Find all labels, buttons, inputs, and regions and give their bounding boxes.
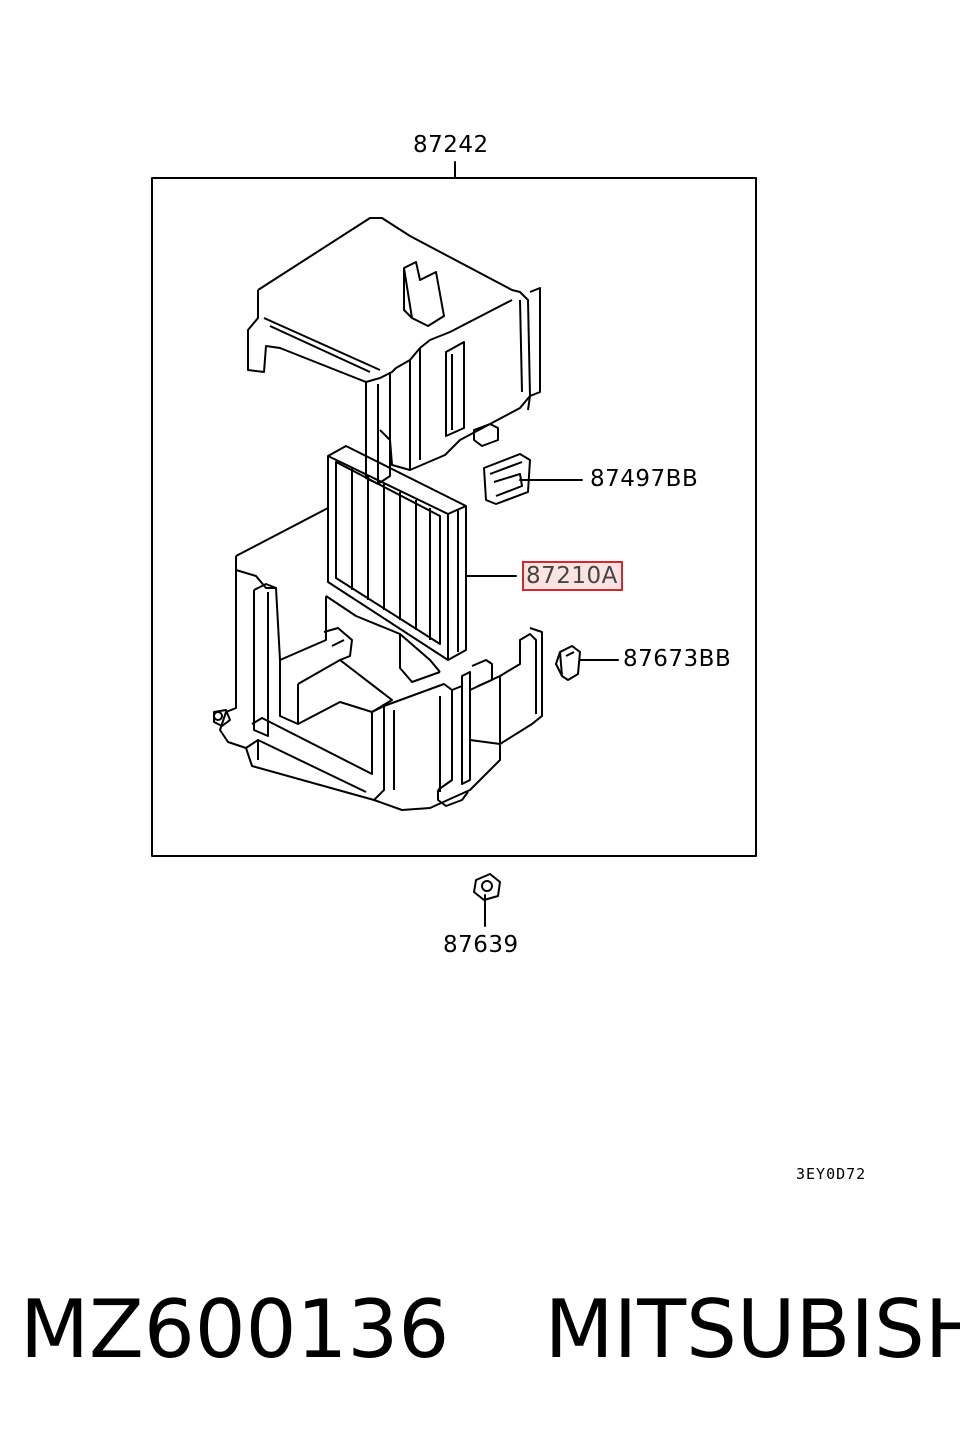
part-number: MZ600136 (20, 1283, 450, 1376)
filter-part (327, 445, 467, 661)
nut-part (473, 873, 501, 901)
footer-caption: MZ600136 MITSUBISHI (20, 1283, 960, 1376)
brand-name: MITSUBISHI (544, 1283, 960, 1376)
assembly-box (151, 177, 757, 857)
callout-87673bb: 87673BB (623, 646, 732, 672)
clamp-part (555, 645, 581, 681)
callout-87497bb: 87497BB (590, 466, 699, 492)
callout-87210a-highlighted[interactable]: 87210A (522, 561, 623, 591)
callout-87639: 87639 (443, 932, 519, 958)
diagram-reference-code: 3EY0D72 (796, 1165, 867, 1183)
upper-housing (247, 217, 541, 485)
lower-housing (213, 507, 543, 811)
callout-87242: 87242 (413, 132, 489, 158)
clip-part (483, 453, 531, 505)
